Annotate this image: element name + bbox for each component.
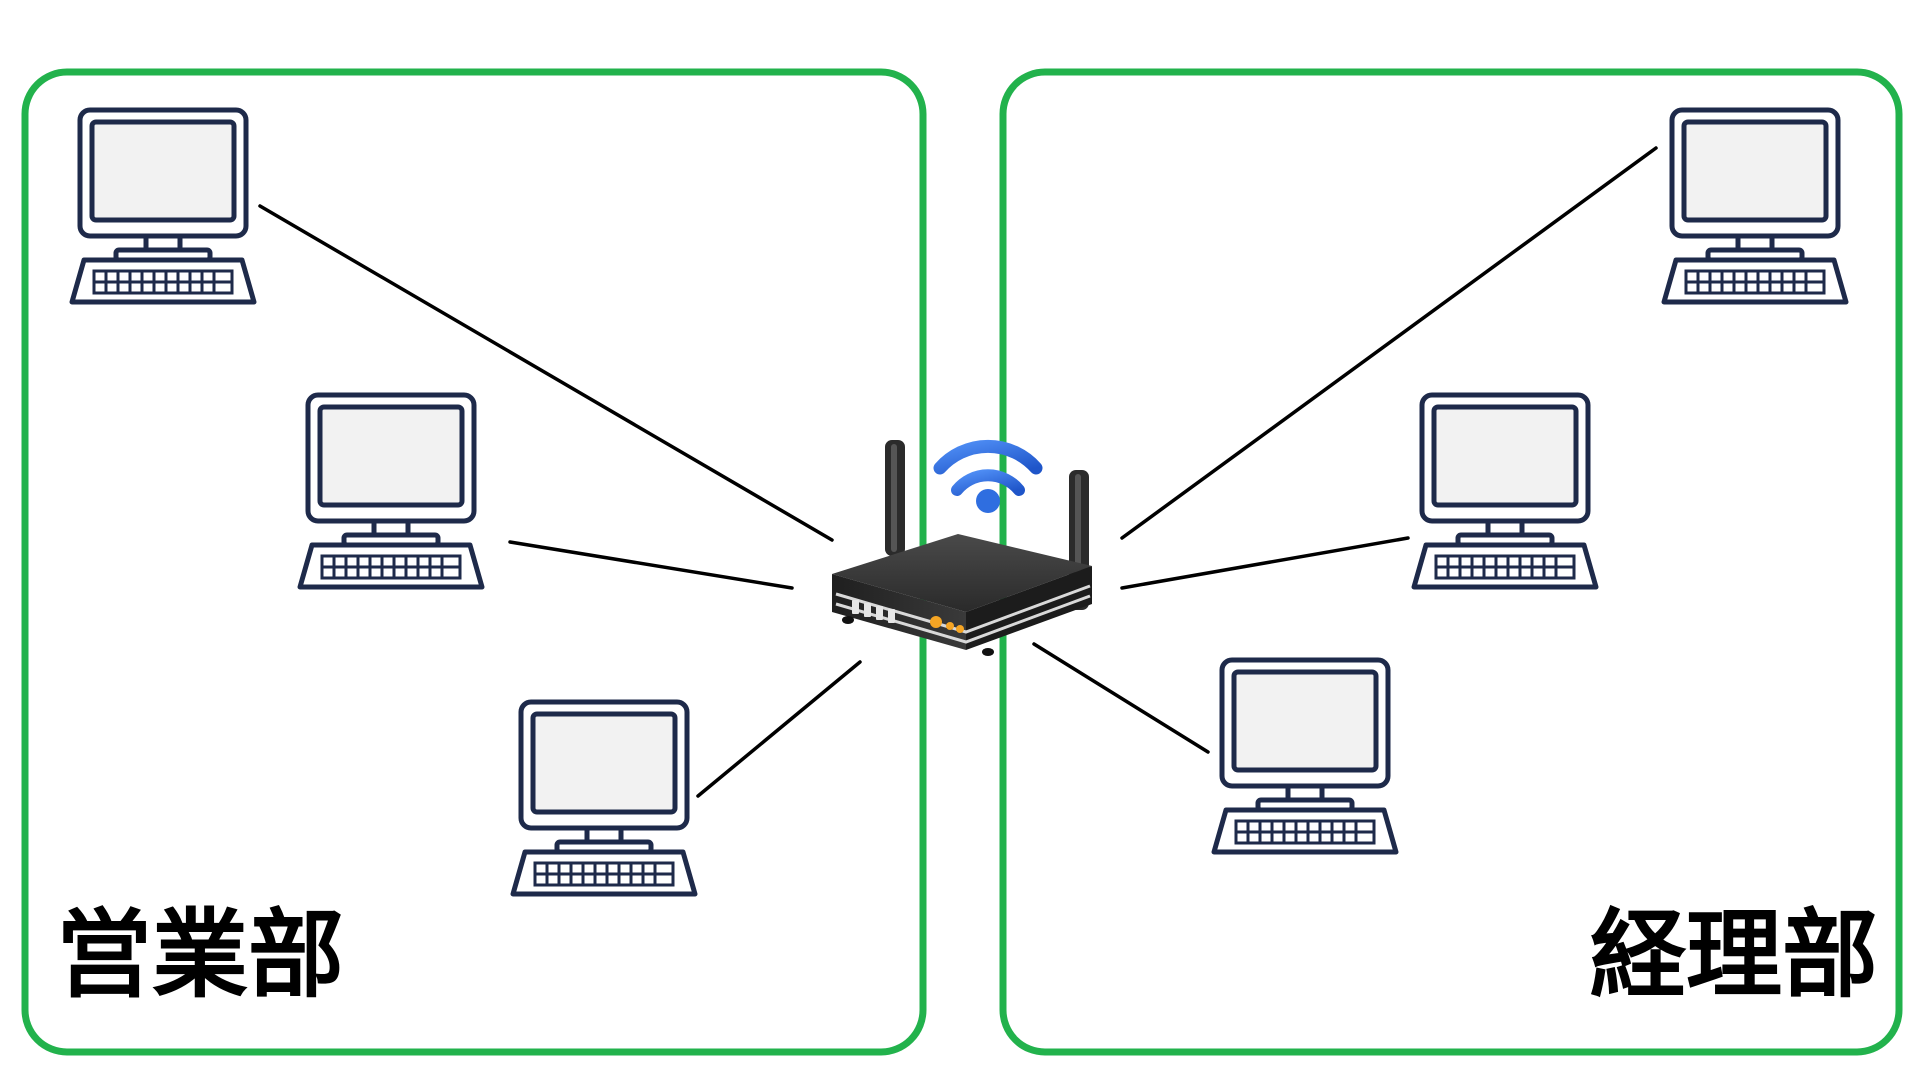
desktop-computer-icon	[513, 702, 695, 894]
wifi-signal-icon	[933, 439, 1043, 496]
desktop-computer-icon	[1414, 395, 1596, 587]
desktop-computer-icon	[1214, 660, 1396, 852]
link-acct-pc-2	[1120, 536, 1410, 590]
link-acct-pc-1	[1120, 146, 1658, 540]
link-sales-pc-2	[508, 540, 794, 590]
status-led-icon	[930, 616, 942, 628]
wifi-router-icon	[832, 440, 1092, 656]
desktop-computer-icon	[1664, 110, 1846, 302]
wifi-signal-dot	[976, 489, 1000, 513]
department-label-accounting: 経理部	[1590, 899, 1878, 1011]
link-sales-pc-1	[258, 204, 834, 542]
desktop-computer-icon	[72, 110, 254, 302]
link-sales-pc-3	[696, 660, 862, 798]
department-label-sales: 営業部	[56, 899, 344, 1011]
desktop-computer-icon	[300, 395, 482, 587]
link-acct-pc-3	[1032, 642, 1210, 754]
